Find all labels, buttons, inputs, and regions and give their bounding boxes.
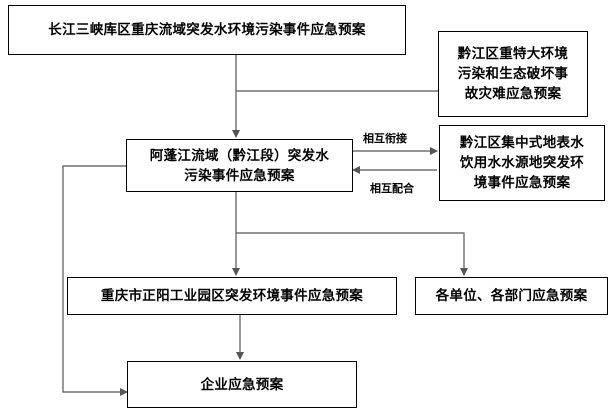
node-enterprise-plan: 企业应急预案 (127, 361, 357, 408)
node-main-label: 阿蓬江流域（黔江段）突发水 污染事件应急预案 (149, 147, 330, 184)
node-industrial-plan: 重庆市正阳工业园区突发环境事件应急预案 (67, 277, 397, 315)
edge-label-cooperate: 相互配合 (370, 182, 414, 195)
edge-label-link: 相互衔接 (363, 132, 407, 145)
node-enterprise-label: 企业应急预案 (200, 376, 284, 393)
node-main-plan: 阿蓬江流域（黔江段）突发水 污染事件应急预案 (126, 139, 353, 192)
node-top-plan: 长江三峡库区重庆流域突发水环境污染事件应急预案 (8, 5, 406, 55)
node-departments-plan: 各单位、各部门应急预案 (415, 277, 608, 315)
node-disaster-plan: 黔江区重特大环境 污染和生态破坏事 故灾难应急预案 (438, 31, 588, 117)
node-drinking-plan: 黔江区集中式地表水 饮用水水源地突发环 境事件应急预案 (439, 125, 605, 201)
node-top-label: 长江三峡库区重庆流域突发水环境污染事件应急预案 (48, 22, 366, 38)
node-industrial-label: 重庆市正阳工业园区突发环境事件应急预案 (100, 288, 364, 304)
node-drinking-label: 黔江区集中式地表水 饮用水水源地突发环 境事件应急预案 (459, 135, 585, 191)
node-disaster-label: 黔江区重特大环境 污染和生态破坏事 故灾难应急预案 (457, 46, 569, 102)
arrow-main-to-departments (236, 232, 468, 276)
node-departments-label: 各单位、各部门应急预案 (435, 288, 588, 304)
arrow-main-to-enterprise (62, 165, 128, 396)
